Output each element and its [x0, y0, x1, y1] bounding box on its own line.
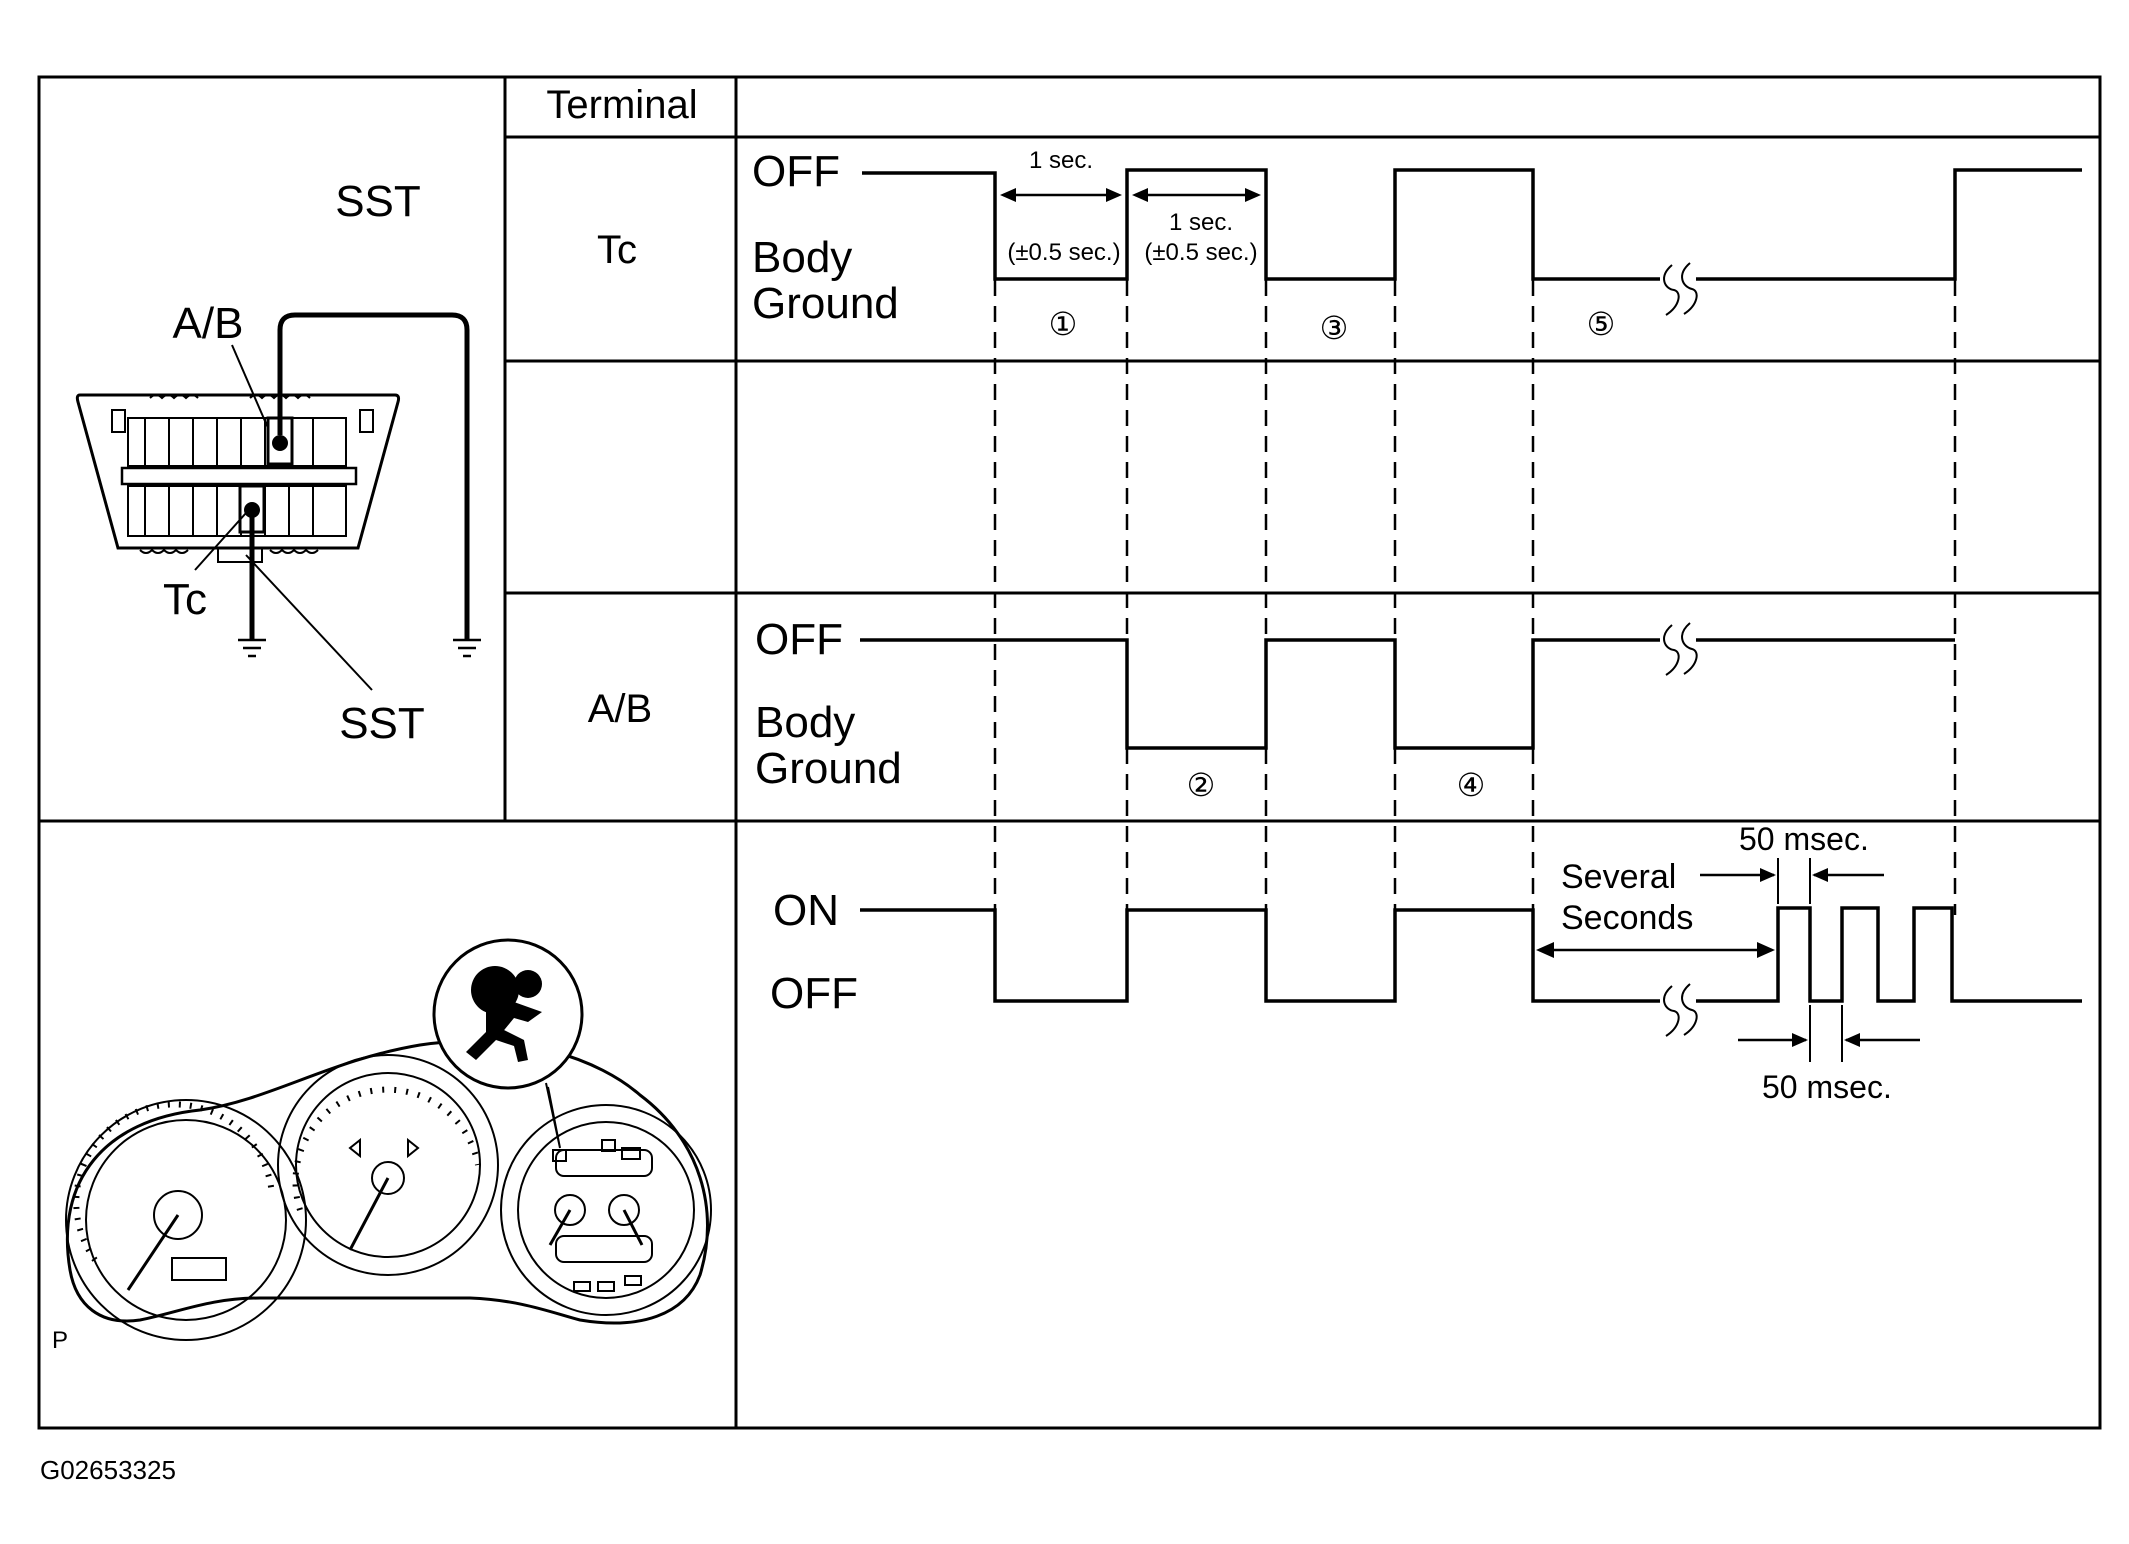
ab-high-label: OFF [755, 615, 843, 664]
row-name-tc: Tc [597, 228, 637, 272]
pulse-width-top-label: 50 msec. [1739, 821, 1869, 857]
tc-break-mark-2 [1681, 262, 1698, 315]
table-grid [37, 75, 2102, 1430]
tc-low-label-1: Body [752, 233, 852, 282]
dlc-connector-illustration [75, 312, 481, 691]
interval-b-label: 1 sec. [1169, 209, 1233, 236]
header-terminal: Terminal [546, 83, 697, 127]
sst-bottom-label: SST [339, 699, 425, 748]
ab-low-label-1: Body [755, 698, 855, 747]
airbag-warning-indicator [552, 1149, 567, 1162]
phase-marker-4: ④ [1457, 767, 1486, 803]
interval-a-label: 1 sec. [1029, 147, 1093, 174]
tolerance-a-label: (±0.5 sec.) [1007, 239, 1120, 266]
tolerance-b-label: (±0.5 sec.) [1144, 239, 1257, 266]
timing-guides [993, 280, 1957, 915]
sst-top-label: SST [335, 177, 421, 226]
lamp-break-mark-1 [1663, 985, 1680, 1037]
several-seconds-arrow [1536, 942, 1775, 958]
phase-marker-1: ① [1049, 306, 1078, 342]
pulse-width-bottom-arrows [1738, 1005, 1920, 1062]
tc-high-label: OFF [752, 147, 840, 196]
instrument-cluster-illustration [65, 938, 712, 1341]
ab-connector-label: A/B [173, 299, 244, 348]
lamp-break-mark-2 [1681, 983, 1698, 1036]
ab-break-mark-2 [1681, 622, 1698, 675]
tc-break-mark-1 [1663, 264, 1680, 316]
lamp-low-label: OFF [770, 969, 858, 1018]
phase-marker-5: ⑤ [1587, 306, 1616, 342]
tc-terminal-dot [244, 502, 260, 518]
tc-low-label-2: Ground [752, 279, 899, 328]
cluster-corner-mark: P [52, 1327, 68, 1354]
figure-id: G02653325 [40, 1455, 176, 1485]
ab-terminal-dot [272, 435, 288, 451]
lamp-high-label: ON [773, 886, 839, 935]
several-seconds-line-1: Several [1561, 858, 1676, 896]
airbag-occupant-icon [471, 966, 519, 1014]
ab-waveform [860, 622, 1955, 750]
pulse-width-top-arrows [1700, 858, 1884, 904]
tc-interval-arrows [1000, 188, 1261, 202]
lamp-waveform [860, 906, 2082, 1037]
tc-waveform [862, 168, 2082, 316]
ab-break-mark-1 [1663, 624, 1680, 676]
several-seconds-line-2: Seconds [1561, 899, 1693, 937]
ab-low-label-2: Ground [755, 744, 902, 793]
pulse-width-bottom-label: 50 msec. [1762, 1069, 1892, 1105]
row-name-ab: A/B [588, 687, 652, 731]
phase-marker-2: ② [1187, 767, 1216, 803]
phase-marker-3: ③ [1320, 310, 1349, 346]
tc-connector-label: Tc [163, 575, 207, 624]
